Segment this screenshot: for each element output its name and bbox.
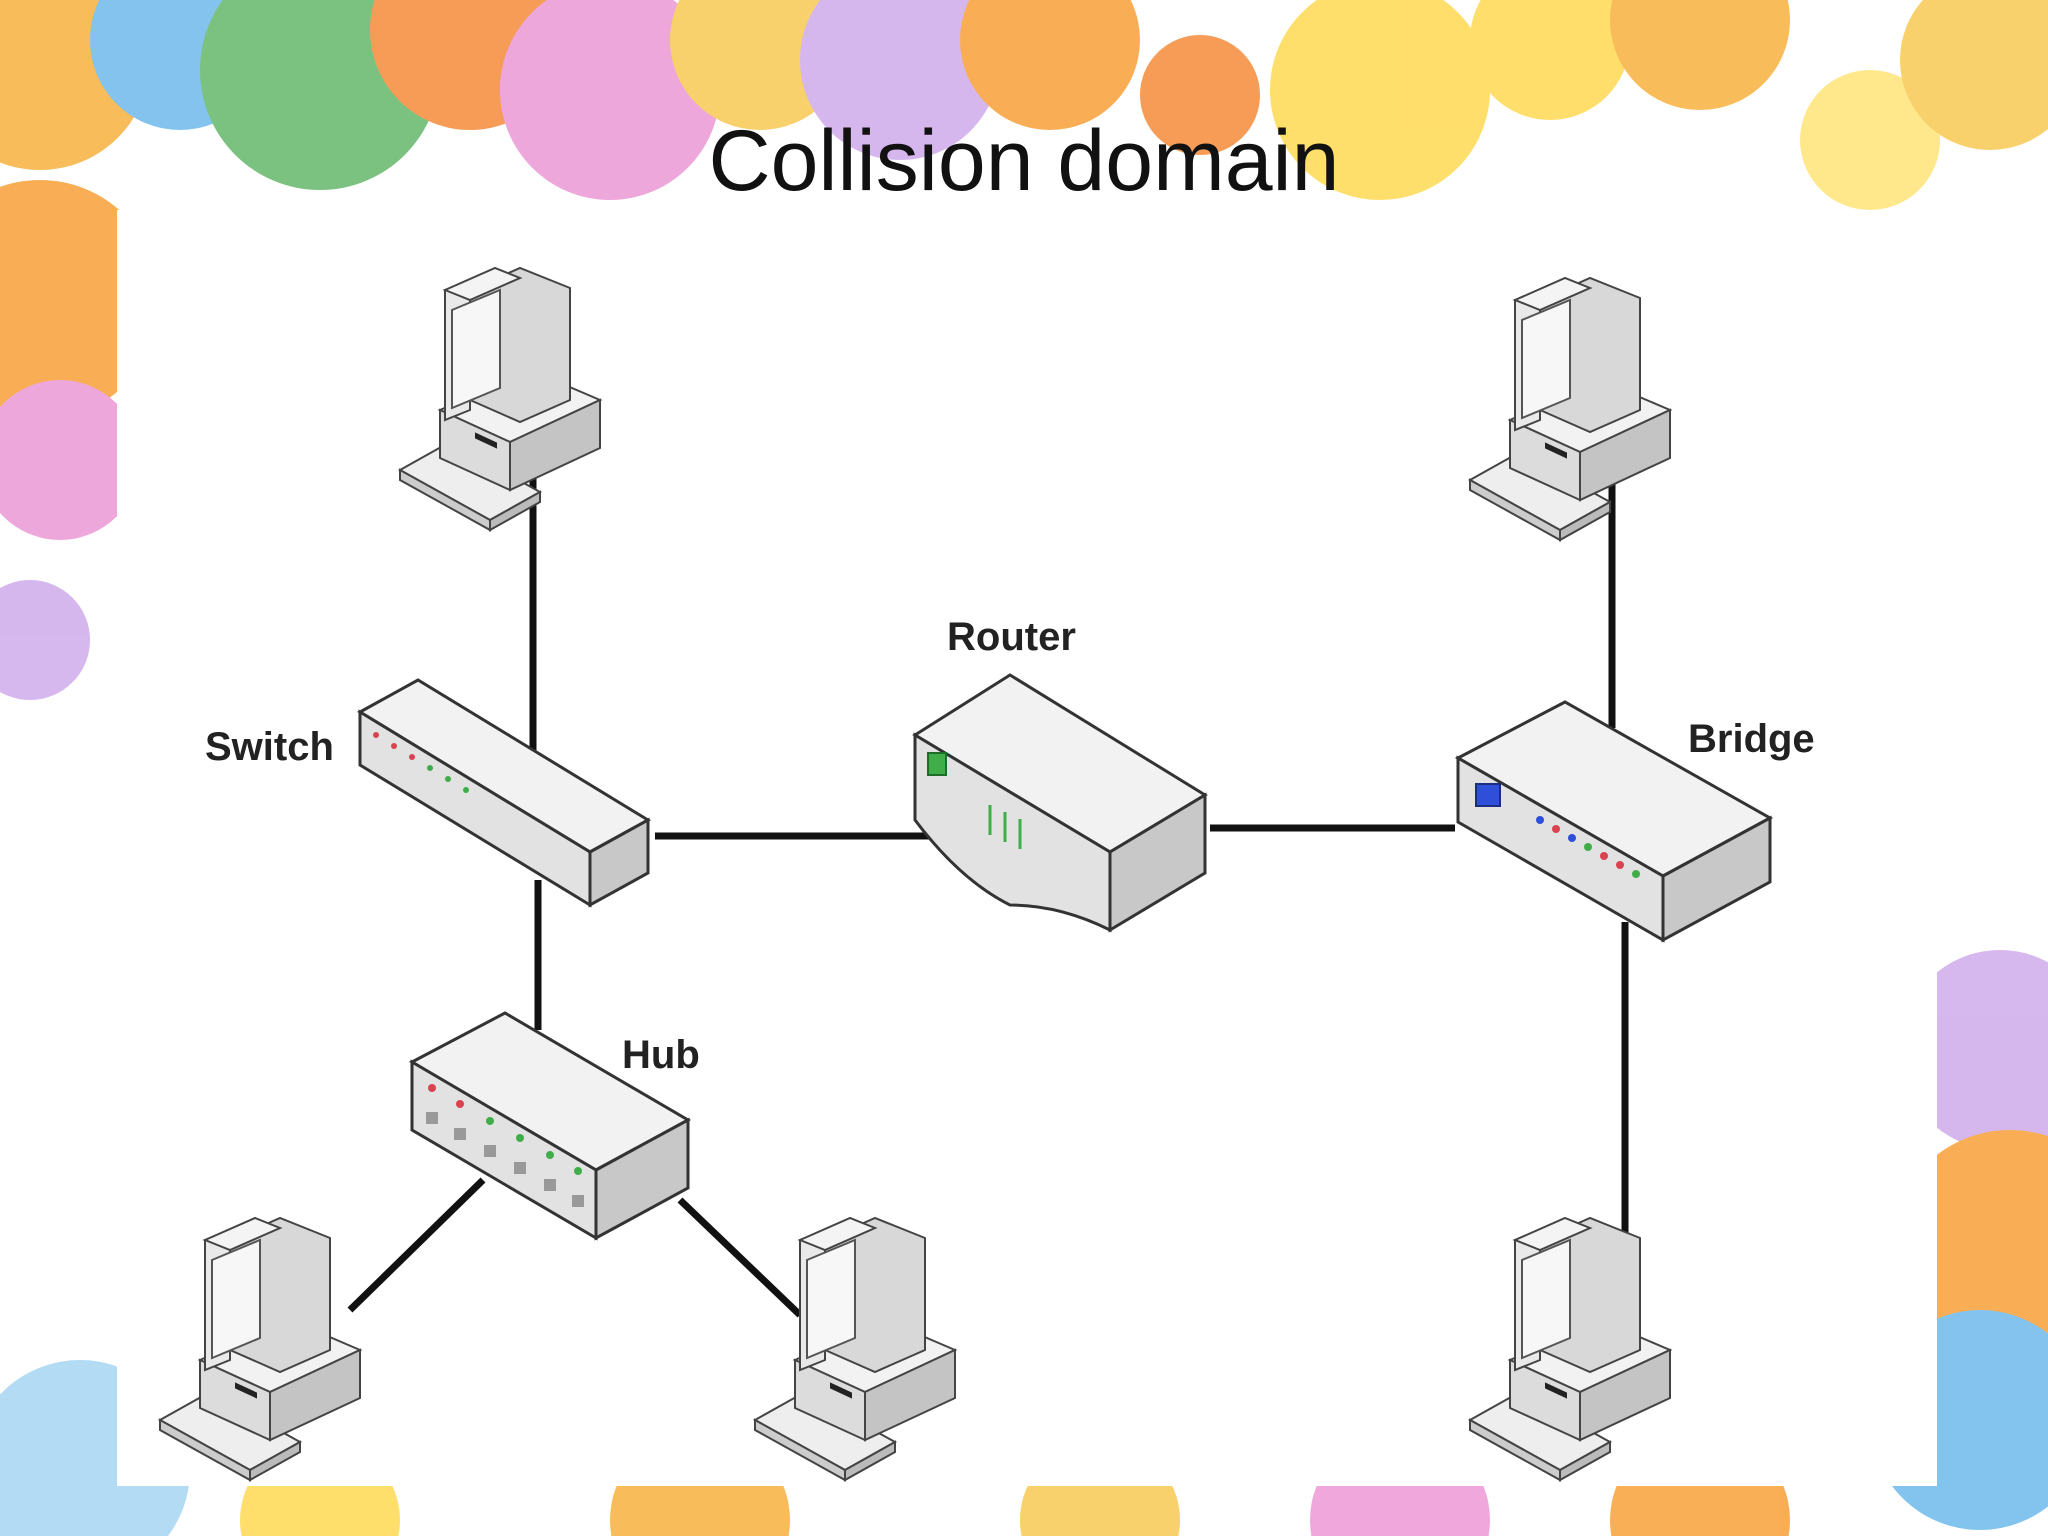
computer-icon	[1469, 1217, 1671, 1481]
bridge-icon	[1454, 700, 1774, 943]
switch-icon	[357, 678, 651, 908]
router-icon	[912, 673, 1208, 933]
switch-label: Switch	[205, 725, 334, 769]
computer-icon	[754, 1217, 956, 1481]
router-label: Router	[947, 615, 1076, 659]
computer-icon	[399, 267, 601, 531]
wire-hub-to-pc-bottom-middle	[677, 1197, 803, 1318]
hub-icon	[408, 1011, 692, 1241]
bridge-label: Bridge	[1688, 717, 1815, 761]
computer-icon	[159, 1217, 361, 1481]
wire-hub-to-pc-bottom-left	[347, 1177, 486, 1313]
hub-label: Hub	[622, 1033, 700, 1077]
computer-icon	[1469, 277, 1671, 541]
connection-lines	[347, 470, 1629, 1318]
slide-title: Collision domain	[708, 113, 1340, 209]
